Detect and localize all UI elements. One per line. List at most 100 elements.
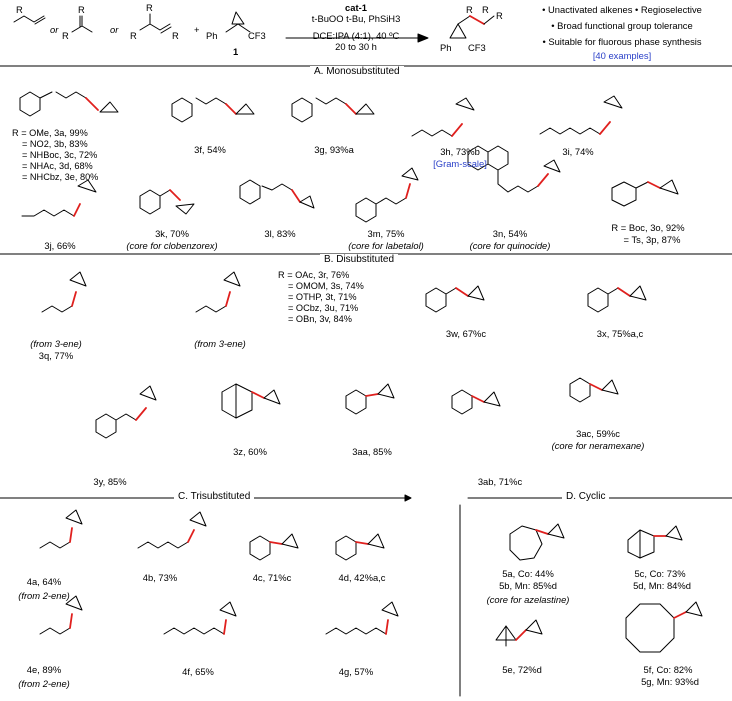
structure-3j — [21, 179, 97, 217]
compound-3x-label: 3x, 75%a,c — [596, 328, 644, 339]
structure-4g — [325, 601, 399, 635]
product-atom-cf3: CF3 — [468, 42, 486, 53]
product-atom-r3: R — [496, 10, 503, 21]
compound-5a-label: 5a, Co: 44% — [502, 568, 554, 579]
compound-3ac-label: 3ac, 59%c — [576, 428, 620, 439]
structure-3ac — [569, 377, 619, 403]
solvent-label: DCE:IPA (4:1), 40 ºC — [312, 30, 400, 41]
compound-3ab-label: 3ab, 71%c — [477, 476, 523, 487]
entry-3t: = OTHP, 3t, 71% — [288, 292, 357, 302]
compound-3m-note: (core for labetalol) — [348, 240, 424, 251]
structure-4d — [335, 533, 385, 561]
structure-4f — [163, 601, 237, 635]
compound-4a-label: 4a, 64% — [26, 576, 62, 587]
compound-4c-label: 4c, 71%c — [252, 572, 292, 583]
compound-3j-label: 3j, 66% — [44, 240, 76, 251]
structure-5a — [509, 523, 565, 561]
compound-3aa-label: 3aa, 85% — [352, 446, 392, 457]
header-or-2: or — [110, 24, 119, 35]
entry-3u: = OCbz, 3u, 71% — [288, 303, 359, 313]
feature-1: • Unactivated alkenes • Regioselective — [542, 4, 702, 15]
plus-sign: + — [194, 24, 200, 35]
structure-3m — [355, 167, 419, 223]
structure-3aa — [345, 383, 395, 415]
structure-4b — [137, 511, 207, 549]
section-c-title: C. Trisubstituted — [174, 491, 255, 502]
alkene-disubstituted — [71, 15, 93, 33]
structure-3w — [425, 285, 485, 313]
header-atom-r1c: R — [130, 30, 137, 41]
structure-3o — [611, 179, 679, 207]
compound-5f-label: 5f, Co: 82% — [643, 664, 693, 675]
structure-3g — [291, 97, 375, 123]
compound-3o-label: R = Boc, 3o, 92% — [611, 222, 685, 233]
examples-count: [40 examples] — [592, 50, 652, 61]
compound-4e-note: (from 2-ene) — [18, 678, 70, 689]
structure-3f — [171, 97, 255, 123]
diazirine-reagent — [225, 11, 251, 33]
compound-4g-label: 4g, 57% — [338, 666, 374, 677]
entry-3v: = OBn, 3v, 84% — [288, 314, 352, 324]
compound-3n-label: 3n, 54% — [492, 228, 528, 239]
compound-3q-note: (from 3-ene) — [30, 338, 82, 349]
compound-3l-label: 3l, 83% — [264, 228, 296, 239]
compound-3r-3v-group: R = OAc, 3r, 76% = OMOM, 3s, 74% = OTHP,… — [278, 270, 364, 325]
compound-4d-label: 4d, 42%a,c — [338, 572, 386, 583]
feature-2: • Broad functional group tolerance — [551, 20, 693, 31]
compound-3r-note: (from 3-ene) — [194, 338, 246, 349]
compound-3h-label: 3h, 73%b — [440, 146, 480, 157]
time-label: 20 to 30 h — [335, 41, 377, 52]
compound-3h-note: [Gram-scale] — [433, 158, 487, 169]
entry-3c: = NHBoc, 3c, 72% — [22, 150, 98, 160]
compound-5d-label: 5d, Mn: 84%d — [633, 580, 691, 591]
structure-3n — [467, 145, 561, 193]
product-atom-r2: R — [482, 4, 489, 15]
header-atom-ph: Ph — [206, 30, 218, 41]
compound-3k-note: (core for clobenzorex) — [126, 240, 218, 251]
entry-3d: = NHAc, 3d, 68% — [22, 161, 93, 171]
structure-3k — [139, 189, 195, 215]
compound-3f-label: 3f, 54% — [194, 144, 226, 155]
alkene-trisubstituted — [139, 13, 172, 34]
catalyst-label: cat-1 — [345, 2, 367, 13]
product-atom-r1: R — [466, 4, 473, 15]
compound-3g-label: 3g, 93%a — [314, 144, 354, 155]
compound-4a-note: (from 2-ene) — [18, 590, 70, 601]
structure-3q — [41, 271, 87, 313]
structure-3r — [195, 271, 241, 313]
compound-3n-note: (core for quinocide) — [469, 240, 551, 251]
compound-5ab-note: (core for azelastine) — [486, 594, 570, 605]
compound-3z-label: 3z, 60% — [233, 446, 267, 457]
structure-4c — [249, 533, 299, 561]
feature-3: • Suitable for fluorous phase synthesis — [542, 36, 702, 47]
structure-4e — [39, 595, 83, 635]
compound-3a-3e-group: R = OMe, 3a, 99% = NO2, 3b, 83% = NHBoc,… — [12, 128, 98, 183]
compound-3m-label: 3m, 75% — [367, 228, 405, 239]
structure-5f — [625, 601, 703, 653]
header-atom-r2: R — [62, 30, 69, 41]
compound-3ac-note: (core for neramexane) — [551, 440, 645, 451]
entry-3a: R = OMe, 3a, 99% — [12, 128, 88, 138]
header-or-1: or — [50, 24, 59, 35]
header-atom-r1: R — [16, 4, 23, 15]
entry-3b: = NO2, 3b, 83% — [22, 139, 88, 149]
structure-3a — [19, 91, 119, 117]
compound-3w-label: 3w, 67%c — [445, 328, 487, 339]
compound-3p-label: = Ts, 3p, 87% — [623, 234, 681, 245]
product-atom-ph: Ph — [440, 42, 452, 53]
entry-3s: = OMOM, 3s, 74% — [288, 281, 364, 291]
compound-5e-label: 5e, 72%d — [502, 664, 542, 675]
compound-5b-label: 5b, Mn: 85%d — [499, 580, 557, 591]
structure-3y — [95, 385, 157, 439]
structure-4a — [39, 509, 83, 549]
structure-3l — [239, 179, 315, 209]
structure-3ab — [451, 389, 501, 415]
header-atom-r1b: R — [78, 4, 85, 15]
header-atom-r2c: R — [146, 2, 153, 13]
compound-5g-label: 5g, Mn: 93%d — [641, 676, 699, 687]
alkene-monosubstituted — [13, 15, 46, 25]
structure-3z — [221, 383, 281, 419]
compound-3i-label: 3i, 74% — [562, 146, 594, 157]
compound-5c-label: 5c, Co: 73% — [634, 568, 686, 579]
